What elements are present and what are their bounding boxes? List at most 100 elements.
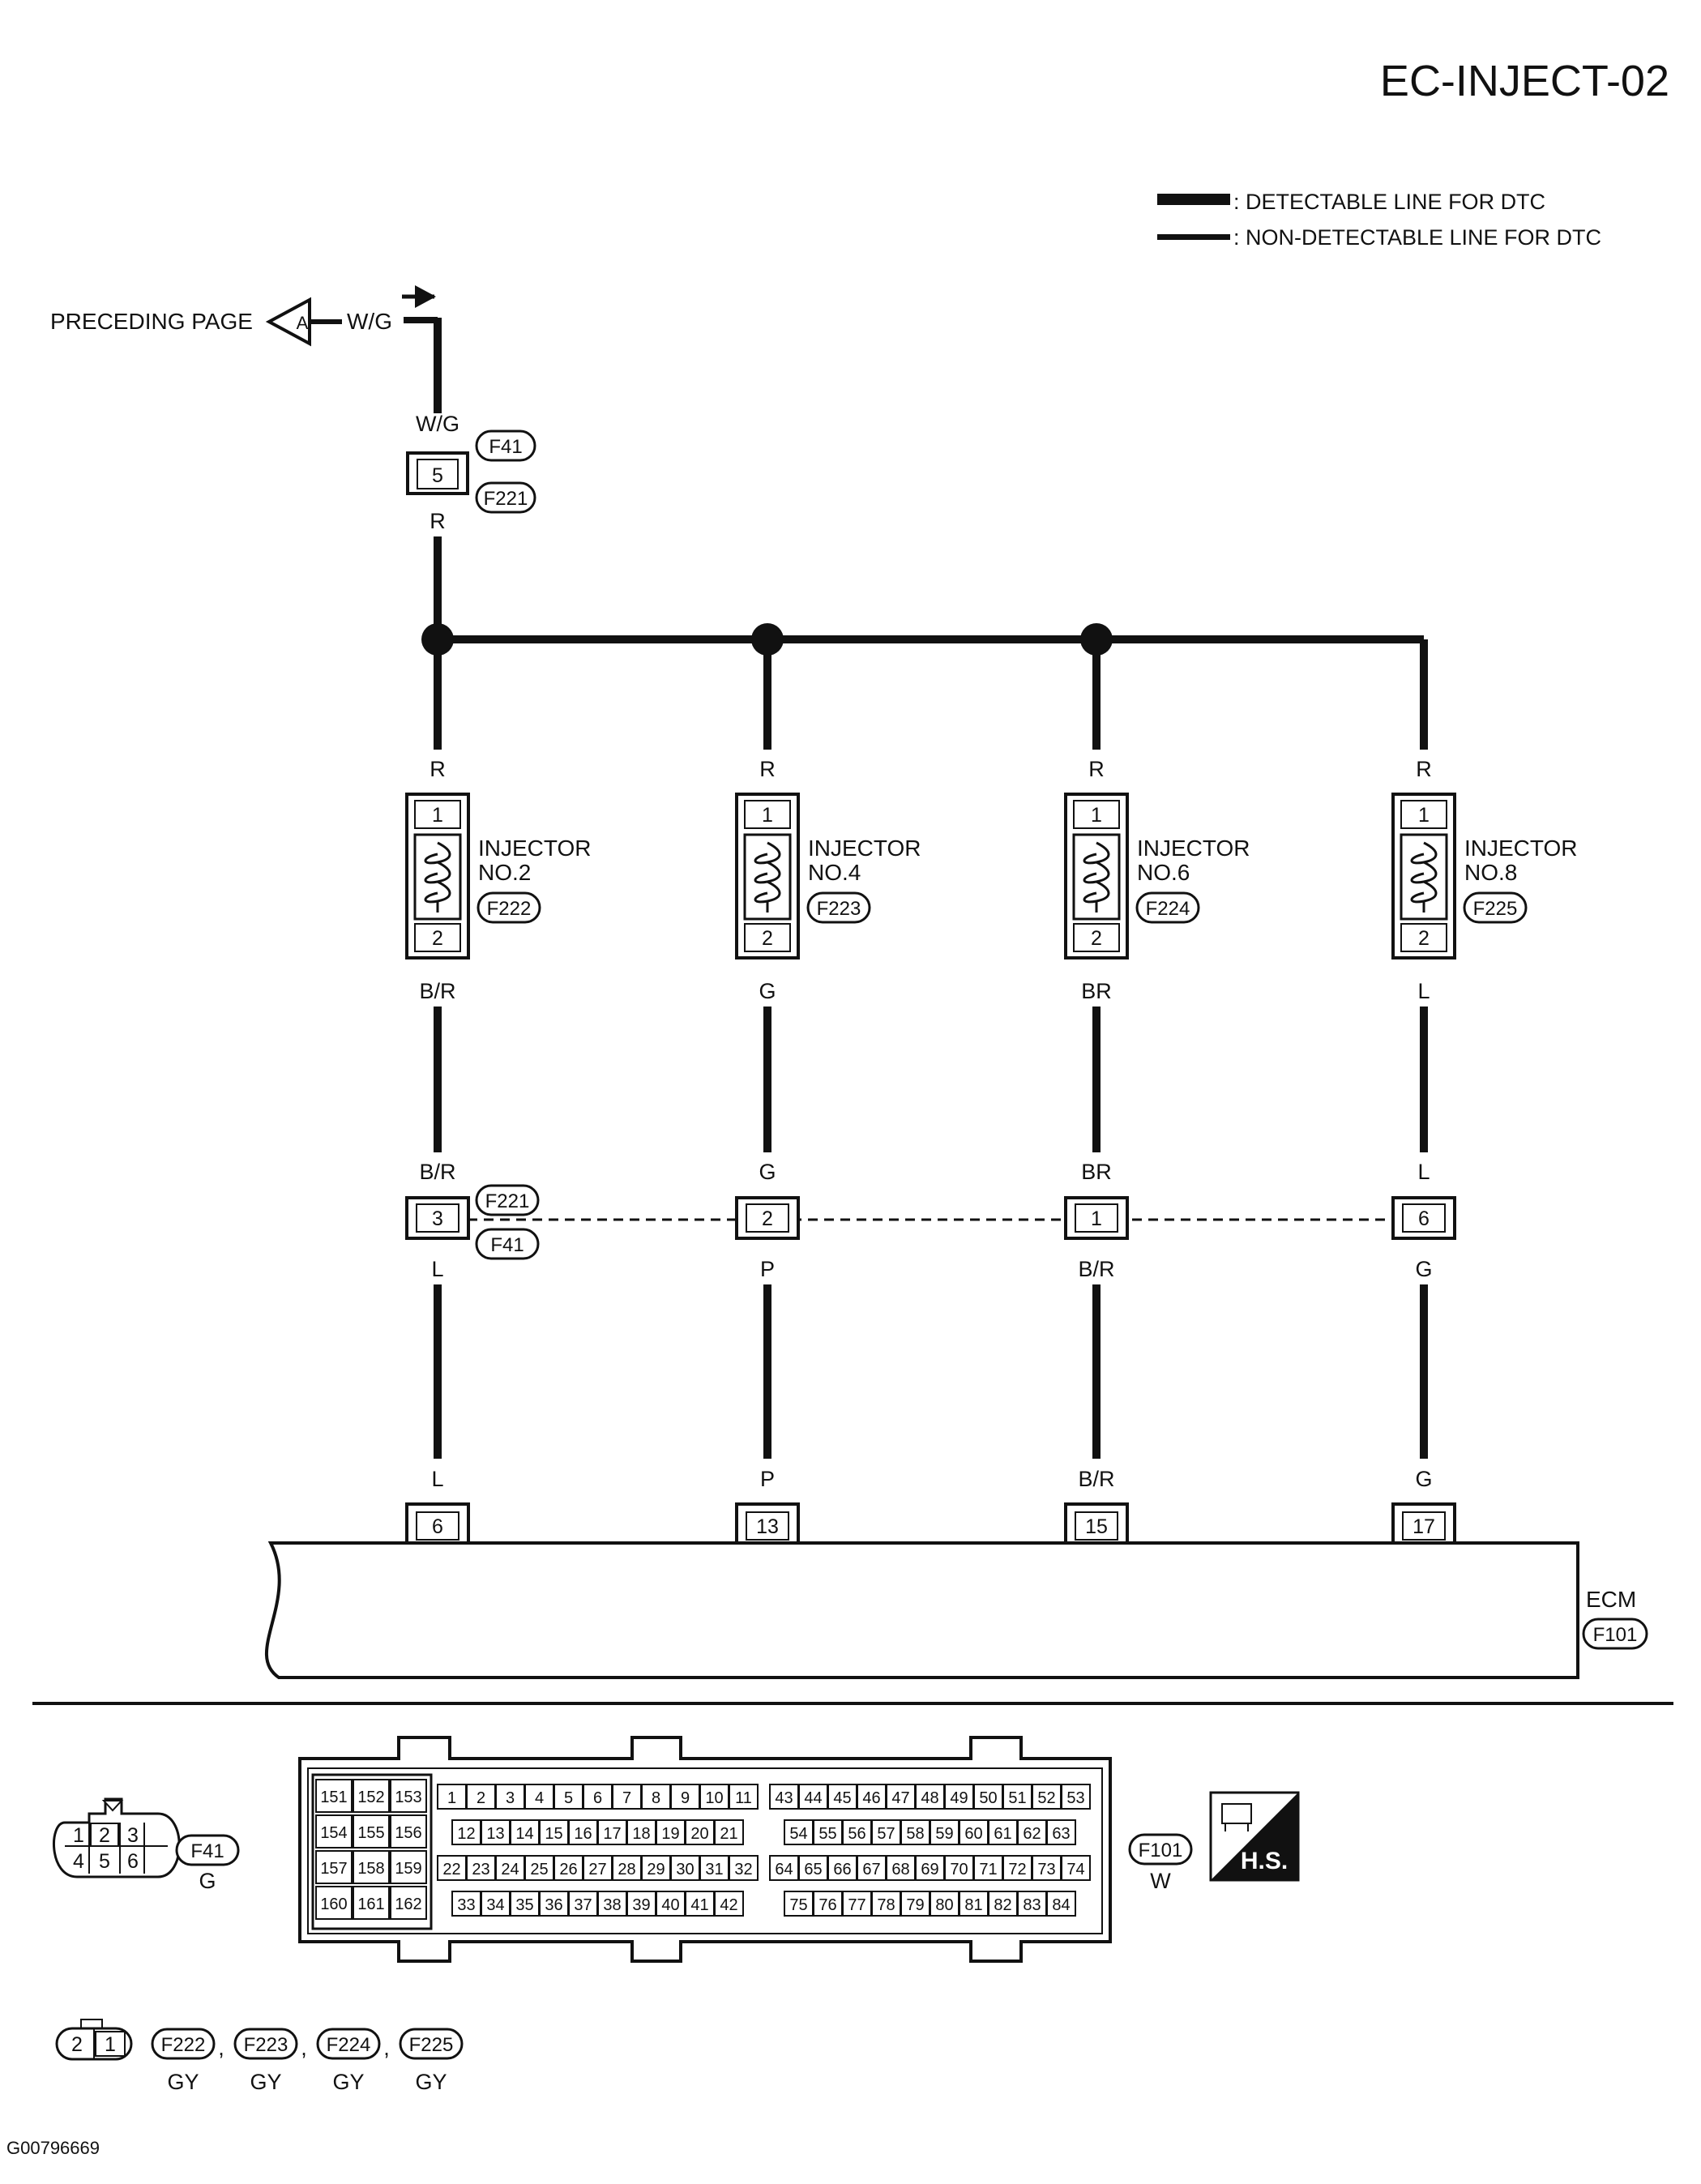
- f101-pin: 62: [1023, 1825, 1041, 1843]
- f101-pin: 28: [618, 1861, 635, 1878]
- preceding-page-ref: PRECEDING PAGE A W/G: [50, 285, 442, 413]
- f101-pin: 151: [320, 1789, 347, 1806]
- f101-pin: 16: [574, 1825, 592, 1843]
- joint-code-bottom: F221: [484, 488, 528, 510]
- f101-pin: 12: [457, 1825, 475, 1843]
- f101-pin: 25: [530, 1861, 548, 1878]
- wire-color: B/R: [1078, 1467, 1114, 1491]
- f101-pin: 27: [588, 1861, 606, 1878]
- f101-pin: 31: [705, 1861, 723, 1878]
- wire-color: G: [1415, 1257, 1432, 1281]
- f101-pin: 8: [652, 1789, 660, 1807]
- injector-connector-color: GY: [332, 2070, 364, 2094]
- harness-pin: 6: [1418, 1207, 1430, 1230]
- flow-arrow-icon: [415, 285, 436, 308]
- injector-connector-color: GY: [250, 2070, 281, 2094]
- f101-pin: 6: [593, 1789, 602, 1807]
- f101-pin: 30: [676, 1861, 694, 1878]
- f101-pin: 11: [735, 1789, 752, 1807]
- mid-code-top: F221: [485, 1190, 530, 1212]
- f101-pin: 41: [690, 1896, 708, 1914]
- injector-pin: 2: [1418, 927, 1430, 950]
- f101-pin: 65: [804, 1861, 822, 1878]
- connector-f41-face: 1 2 3 4 5 6 F41 G: [53, 1797, 240, 1893]
- injector-pin: 2: [1091, 927, 1102, 950]
- ecm-outline: [264, 1541, 1579, 1679]
- page-title: EC-INJECT-02: [1380, 57, 1669, 105]
- f41-color: G: [199, 1869, 216, 1893]
- ecm-label: ECM: [1586, 1587, 1636, 1612]
- f101-pin: 1: [447, 1789, 456, 1807]
- f101-pin: 77: [848, 1896, 865, 1914]
- injector-connector-code: F223: [244, 2034, 288, 2056]
- harness-pin: 1: [1091, 1207, 1102, 1230]
- f101-pin: 80: [935, 1896, 953, 1914]
- injector-code: F224: [1146, 898, 1190, 920]
- mid-code-bottom: F41: [490, 1234, 524, 1256]
- f41-pin: 1: [73, 1824, 84, 1847]
- joint-wire-top: W/G: [416, 412, 459, 436]
- f101-pin: 54: [789, 1825, 807, 1843]
- injector-pin: 2: [762, 927, 773, 950]
- f101-pin: 10: [705, 1789, 723, 1807]
- f101-pin: 70: [950, 1861, 968, 1878]
- f101-pin: 9: [681, 1789, 690, 1807]
- joint-code-top: F41: [489, 436, 522, 458]
- injector-connector-code: F225: [409, 2034, 454, 2056]
- solenoid-coil-icon: [754, 841, 781, 912]
- f101-pin: 5: [564, 1789, 573, 1807]
- f101-pin: 78: [877, 1896, 895, 1914]
- wire-color: B/R: [419, 979, 455, 1003]
- f101-pin: 57: [877, 1825, 895, 1843]
- injector-name: INJECTOR: [1137, 836, 1250, 861]
- injector-number: NO.4: [808, 860, 861, 885]
- f101-pin: 66: [833, 1861, 851, 1878]
- f101-pin: 79: [906, 1896, 924, 1914]
- ecm-pin: 17: [1413, 1515, 1435, 1538]
- wire-color: R: [759, 757, 776, 781]
- solenoid-coil-icon: [424, 841, 451, 912]
- injector-code: F222: [487, 898, 532, 920]
- legend-non-detectable: : NON-DETECTABLE LINE FOR DTC: [1233, 225, 1601, 250]
- f101-pin: 74: [1066, 1861, 1084, 1878]
- f101-pin: 39: [632, 1896, 650, 1914]
- code-separator: ,: [383, 2036, 390, 2060]
- wire-color: P: [760, 1257, 775, 1281]
- f101-pin: 23: [472, 1861, 489, 1878]
- wire-color: BR: [1081, 1160, 1112, 1184]
- solenoid-coil-icon: [1083, 841, 1110, 912]
- f101-pin: 3: [506, 1789, 515, 1807]
- f101-pin: 55: [818, 1825, 836, 1843]
- f101-pin: 4: [535, 1789, 544, 1807]
- f101-pin: 84: [1052, 1896, 1070, 1914]
- f101-pin: 51: [1008, 1789, 1026, 1807]
- wire-color: B/R: [1078, 1257, 1114, 1281]
- hs-badge: H.S.: [1209, 1791, 1300, 1882]
- legend-detectable: : DETECTABLE LINE FOR DTC: [1233, 190, 1545, 214]
- f41-pin: 6: [127, 1850, 139, 1873]
- connector-icon: [1221, 1803, 1252, 1824]
- hs-label: H.S.: [1241, 1848, 1288, 1874]
- f101-pin: 45: [833, 1789, 851, 1807]
- wire-color: B/R: [419, 1160, 455, 1184]
- f101-pin: 20: [690, 1825, 708, 1843]
- f101-pin: 26: [559, 1861, 577, 1878]
- f101-pin: 17: [603, 1825, 621, 1843]
- f41-pin: 4: [73, 1850, 84, 1873]
- f101-pin: 67: [862, 1861, 880, 1878]
- ecm-code: F101: [1593, 1624, 1638, 1646]
- wire-color: R: [430, 757, 446, 781]
- figure-id: G00796669: [6, 2138, 100, 2158]
- preceding-page-label: PRECEDING PAGE: [50, 309, 253, 334]
- injector-code: F223: [817, 898, 861, 920]
- injector-pin: 1: [1091, 804, 1102, 827]
- code-separator: ,: [218, 2036, 224, 2060]
- f101-pin: 42: [720, 1896, 737, 1914]
- f101-pin: 46: [862, 1789, 880, 1807]
